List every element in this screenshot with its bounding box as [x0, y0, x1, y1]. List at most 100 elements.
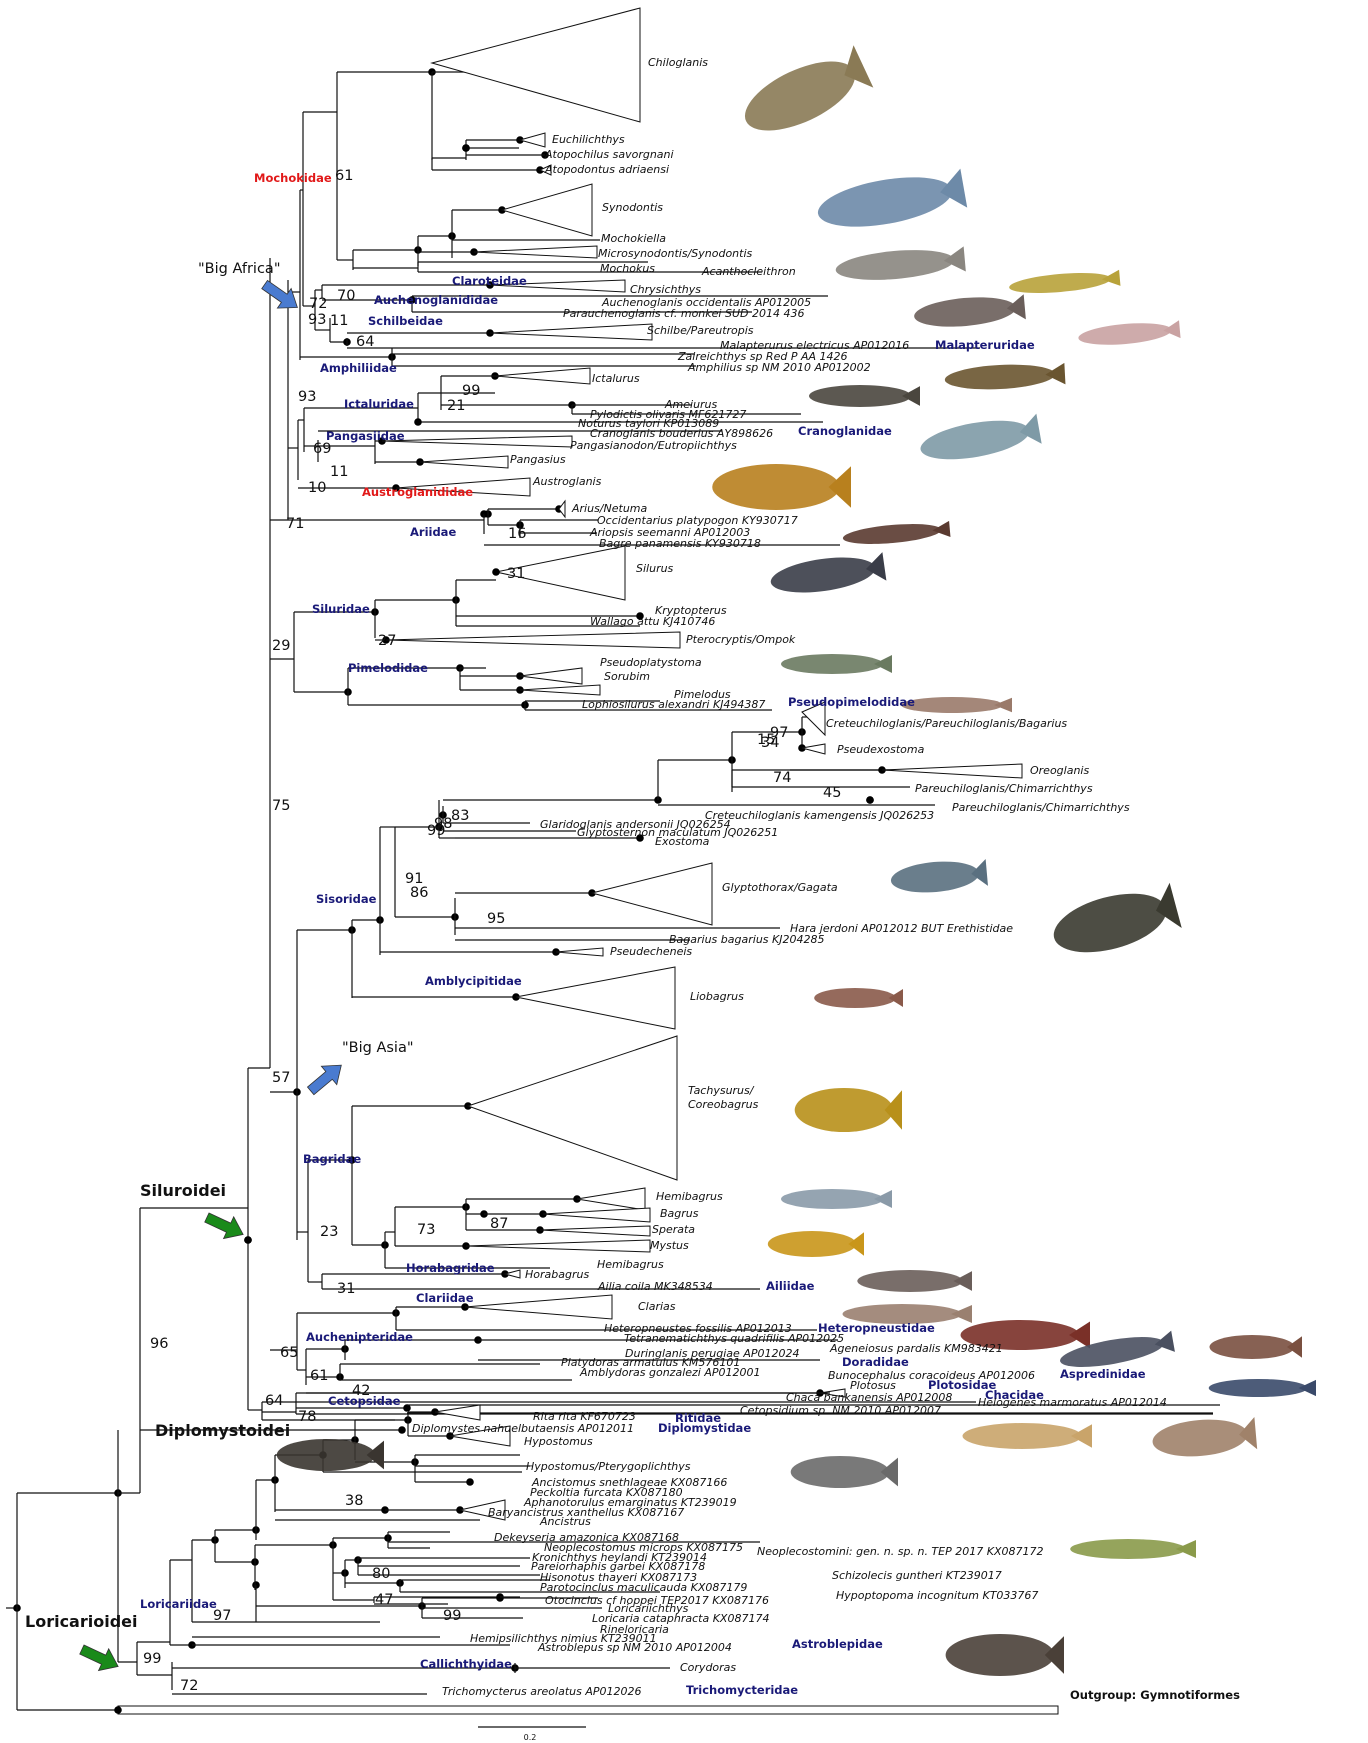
- taxon-label: Atopodontus adriaensi: [544, 163, 669, 176]
- family-label: Diplomystidae: [658, 1421, 751, 1435]
- taxon-label: Helogenes marmoratus AP012014: [978, 1396, 1167, 1409]
- taxon-label: Pseudoplatystoma: [600, 656, 702, 669]
- fish-photo: [1151, 1415, 1257, 1460]
- taxon-label: Neoplecostomini: gen. n. sp. n. TEP 2017…: [757, 1545, 1043, 1558]
- collapsed-clade: [466, 1240, 650, 1252]
- family-label: Clariidae: [416, 1291, 474, 1305]
- taxon-label: Parotocinclus maculicauda KX087179: [540, 1581, 747, 1594]
- bootstrap-value: 11: [330, 313, 348, 329]
- taxon-label: Ageneiosus pardalis KM983421: [829, 1342, 1003, 1355]
- fish-photo: [1078, 319, 1181, 348]
- taxon-label: Tetranematichthys quadrifilis AP012025: [624, 1332, 844, 1345]
- bootstrap-value: 23: [320, 1224, 338, 1240]
- bootstrap-value: 95: [487, 911, 505, 927]
- node-dot: [398, 1426, 406, 1434]
- bootstrap-value: 21: [447, 398, 465, 414]
- node-dot: [866, 796, 874, 804]
- fish-photo: [791, 1456, 898, 1488]
- bootstrap-value: 61: [310, 1368, 328, 1384]
- taxon-label: Chaca bankanensis AP012008: [786, 1391, 952, 1404]
- collapsed-clade: [520, 685, 600, 695]
- taxon-label: Chiloglanis: [648, 56, 708, 69]
- big-africa-arrow: [258, 275, 305, 318]
- family-label: Pimelodidae: [348, 661, 428, 675]
- collapsed-clade: [592, 863, 712, 925]
- taxon-label: Bagarius bagarius KJ204285: [669, 933, 824, 946]
- bootstrap-value: 78: [298, 1409, 316, 1425]
- family-label: Schilbeidae: [368, 314, 443, 328]
- bootstrap-value: 45: [823, 785, 841, 801]
- loricarioidei-arrow: [77, 1639, 123, 1678]
- family-label: Horabagridae: [406, 1261, 495, 1275]
- taxon-label: Mochokiella: [601, 232, 666, 245]
- taxon-label: Bagrus: [660, 1207, 699, 1220]
- taxon-label: Acanthocleithron: [701, 265, 796, 278]
- bootstrap-value: 75: [272, 798, 290, 814]
- big-asia-arrow: [303, 1056, 349, 1100]
- taxon-label: Sorubim: [604, 670, 650, 683]
- outgroup-label: Outgroup: Gymnotiformes: [1070, 1688, 1240, 1702]
- family-label: Ariidae: [410, 525, 456, 539]
- bootstrap-value: 64: [265, 1393, 283, 1409]
- fish-photo: [814, 166, 967, 235]
- family-label: Auchenipteridae: [306, 1330, 413, 1344]
- family-label: Sisoridae: [316, 892, 377, 906]
- fish-photo: [1047, 880, 1182, 963]
- scale-bar-label: 0.2: [524, 1733, 537, 1742]
- fish-photo: [946, 1634, 1064, 1676]
- fish-photo: [1070, 1539, 1196, 1559]
- fish-photo: [795, 1088, 902, 1132]
- bootstrap-value: 47: [375, 1592, 393, 1608]
- taxon-label: Ailia coila MK348534: [597, 1280, 713, 1293]
- taxon-label: Sperata: [652, 1223, 695, 1236]
- taxon-label: Schilbe/Pareutropis: [647, 324, 754, 337]
- taxon-label: Euchilichthys: [552, 133, 625, 146]
- node-dot: [244, 1236, 252, 1244]
- taxon-label: Pareuchiloglanis/Chimarrichthys: [915, 782, 1093, 795]
- taxon-label: Parauchenoglanis cf. monkei SUD 2014 436: [563, 307, 804, 320]
- big-africa-label: "Big Africa": [198, 261, 280, 277]
- fish-photo: [814, 988, 903, 1008]
- bootstrap-value: 27: [378, 633, 396, 649]
- bootstrap-value: 93: [308, 312, 326, 328]
- taxon-label: Corydoras: [680, 1661, 736, 1674]
- taxon-label: Wallago attu KJ410746: [590, 615, 715, 628]
- taxon-label: Hypostomus/Pterygoplichthys: [526, 1460, 691, 1473]
- bootstrap-value: 34: [761, 735, 779, 751]
- taxon-label: Creteuchiloglanis/Pareuchiloglanis/Bagar…: [826, 717, 1067, 730]
- fish-photo: [809, 385, 920, 407]
- fish-photo: [277, 1439, 384, 1471]
- bootstrap-value: 57: [272, 1070, 290, 1086]
- bootstrap-value: 72: [309, 296, 327, 312]
- fish-photo: [963, 1423, 1093, 1449]
- taxon-label: Clarias: [638, 1300, 676, 1313]
- fish-photo: [712, 464, 851, 510]
- collapsed-clade: [435, 1405, 480, 1420]
- siluroidei-label: Siluroidei: [140, 1181, 226, 1200]
- taxon-label: Liobagrus: [690, 990, 744, 1003]
- fish-photo: [735, 43, 874, 145]
- bootstrap-value: 69: [313, 441, 331, 457]
- diplomystoidei-label: Diplomystoidei: [155, 1421, 290, 1440]
- collapsed-clade: [556, 948, 603, 956]
- taxon-label: Hemibagrus: [656, 1190, 723, 1203]
- fish-photo: [781, 1189, 892, 1209]
- taxon-label: Amphilius sp NM 2010 AP012002: [687, 361, 871, 374]
- fish-photo: [768, 1231, 864, 1257]
- fish-photo: [944, 362, 1065, 392]
- family-label: Loricariidae: [140, 1597, 217, 1611]
- bootstrap-value: 99: [462, 383, 480, 399]
- taxon-label: Hemibagrus: [597, 1258, 664, 1271]
- bootstrap-value: 65: [280, 1345, 298, 1361]
- family-label: Auchenoglanididae: [374, 293, 498, 307]
- taxon-label: Glyptothorax/Gagata: [722, 881, 838, 894]
- bootstrap-value: 29: [272, 638, 290, 654]
- taxon-label: Pareuchiloglanis/Chimarrichthys: [952, 801, 1130, 814]
- collapsed-clade: [420, 456, 508, 468]
- taxon-label: Pterocryptis/Ompok: [686, 633, 796, 646]
- fish-photo: [857, 1270, 972, 1292]
- bootstrap-value: 74: [773, 770, 791, 786]
- fish-photo: [781, 654, 892, 674]
- node-dot: [462, 144, 470, 152]
